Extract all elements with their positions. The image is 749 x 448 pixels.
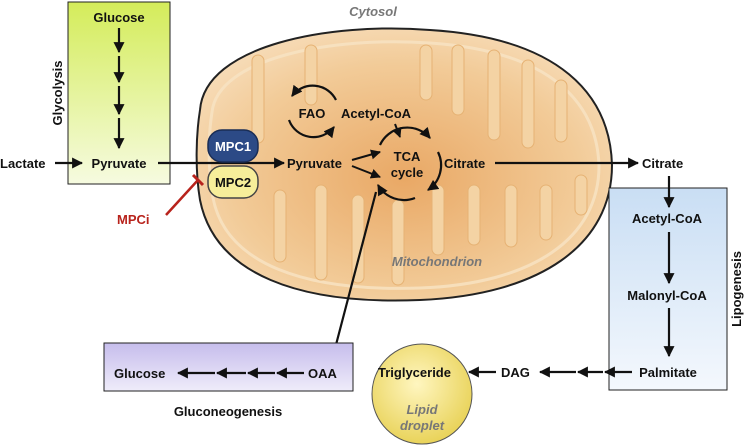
- tca-label-line1: TCA: [394, 149, 421, 164]
- mpc2-label: MPC2: [215, 175, 251, 190]
- palmitate-label: Palmitate: [639, 365, 697, 380]
- malonyl-coa-label: Malonyl-CoA: [627, 288, 707, 303]
- gluconeogenesis-box: OAA Glucose Gluconeogenesis: [103, 342, 354, 419]
- pyruvate-to-tca-arrow-upper: [351, 149, 381, 161]
- lipid-droplet: Lipid droplet Triglyceride: [371, 343, 473, 445]
- triglyceride-label: Triglyceride: [378, 365, 451, 380]
- fao-cycle: FAO: [287, 84, 337, 139]
- cytosol-label: Cytosol: [349, 4, 397, 19]
- mpc-inhibitor: MPCi: [117, 173, 205, 227]
- tca-label-line2: cycle: [391, 165, 424, 180]
- lipid-droplet-label-line1: Lipid: [406, 402, 438, 417]
- tca-to-oaa-arrow: [329, 191, 378, 362]
- acetyl-coa-to-tca-arrow: [392, 123, 402, 138]
- mpci-label: MPCi: [117, 212, 150, 227]
- mito-acetyl-coa-label: Acetyl-CoA: [341, 106, 412, 121]
- glycolysis-title: Glycolysis: [50, 60, 65, 125]
- cytosolic-citrate-label: Citrate: [642, 156, 683, 171]
- lactate-label: Lactate: [0, 156, 46, 171]
- lipogenesis-box: Lipogenesis Acetyl-CoA Malonyl-CoA Palmi…: [608, 176, 744, 391]
- mito-citrate-label: Citrate: [444, 156, 485, 171]
- dag-label: DAG: [501, 365, 530, 380]
- lipo-acetyl-coa-label: Acetyl-CoA: [632, 211, 703, 226]
- lipogenesis-title: Lipogenesis: [729, 251, 744, 327]
- mpc-transporter: MPC1 MPC2: [207, 129, 259, 199]
- glycolysis-box: Glycolysis Glucose Pyruvate: [50, 1, 171, 185]
- gng-glucose-label: Glucose: [114, 366, 165, 381]
- lipid-droplet-label-line2: droplet: [400, 418, 445, 433]
- glucose-label: Glucose: [93, 10, 144, 25]
- mito-pyruvate-label: Pyruvate: [287, 156, 342, 171]
- gluconeogenesis-title: Gluconeogenesis: [174, 404, 282, 419]
- mitochondrion-label: Mitochondrion: [392, 254, 482, 269]
- mpc1-label: MPC1: [215, 139, 251, 154]
- cytosolic-pyruvate-label: Pyruvate: [92, 156, 147, 171]
- cristae: [251, 44, 588, 286]
- pyruvate-to-tca-arrow-lower: [351, 165, 381, 179]
- oaa-label: OAA: [308, 366, 338, 381]
- tca-cycle: TCA cycle: [377, 126, 443, 202]
- fao-label: FAO: [299, 106, 326, 121]
